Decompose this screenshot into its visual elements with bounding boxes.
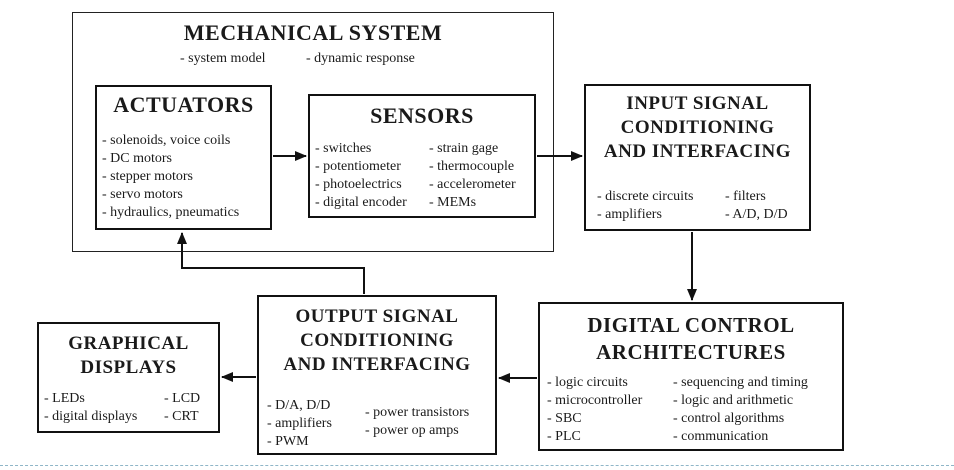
sensors-list-left: - switches - potentiometer - photoelectr… (315, 140, 407, 212)
output-signal-list-right: - power transistors - power op amps (365, 404, 469, 440)
mechanical-system-title: MECHANICAL SYSTEM (183, 20, 443, 45)
digital-control-item: - logic and arithmetic (673, 393, 794, 408)
actuators-item: - servo motors (102, 187, 183, 202)
sensors-item: - digital encoder (315, 195, 407, 210)
sensors-title: SENSORS (370, 103, 474, 128)
sensors-item: - photoelectrics (315, 177, 402, 192)
graphical-displays-item: - LCD (164, 391, 201, 406)
input-signal-list-left: - discrete circuits - amplifiers (597, 188, 693, 224)
sensors-item: - switches (315, 141, 372, 156)
sensors-box: SENSORS - switches - potentiometer - pho… (308, 94, 536, 218)
graphical-displays-item: - LEDs (44, 391, 85, 406)
actuators-item: - hydraulics, pneumatics (102, 205, 240, 220)
actuators-item: - DC motors (102, 151, 172, 166)
output-signal-item: - amplifiers (267, 416, 332, 431)
graphical-displays-box: GRAPHICAL DISPLAYS - LEDs - digital disp… (37, 322, 220, 433)
footer-rule (0, 465, 954, 466)
input-signal-title-line: INPUT SIGNAL (626, 93, 769, 114)
sensors-item: - strain gage (429, 141, 499, 156)
graphical-displays-list-left: - LEDs - digital displays (44, 390, 137, 426)
output-signal-title-line: OUTPUT SIGNAL (295, 306, 459, 327)
input-signal-item: - amplifiers (597, 207, 662, 222)
actuators-list: - solenoids, voice coils - DC motors - s… (102, 132, 239, 222)
digital-control-title: DIGITAL CONTROL ARCHITECTURES (540, 312, 842, 366)
input-signal-item: - discrete circuits (597, 189, 694, 204)
output-signal-title-line: AND INTERFACING (283, 353, 471, 375)
output-signal-list-left: - D/A, D/D - amplifiers - PWM (267, 397, 332, 451)
digital-control-title-line: DIGITAL CONTROL (587, 313, 795, 337)
digital-control-box: DIGITAL CONTROL ARCHITECTURES - logic ci… (538, 302, 844, 451)
input-signal-item: - A/D, D/D (725, 207, 788, 222)
output-signal-item: - power transistors (365, 405, 470, 420)
mechanical-system-item: - system model (180, 51, 266, 66)
output-signal-item: - PWM (267, 434, 309, 449)
graphical-displays-item: - CRT (164, 409, 199, 424)
input-signal-box: INPUT SIGNAL CONDITIONING AND INTERFACIN… (584, 84, 811, 231)
digital-control-item: - control algorithms (673, 411, 785, 426)
graphical-displays-item: - digital displays (44, 409, 138, 424)
sensors-item: - MEMs (429, 195, 477, 210)
output-signal-title: OUTPUT SIGNAL CONDITIONING AND INTERFACI… (259, 305, 495, 376)
digital-control-item: - microcontroller (547, 393, 643, 408)
digital-control-item: - PLC (547, 429, 581, 444)
digital-control-list-right: - sequencing and timing - logic and arit… (673, 374, 808, 446)
actuators-item: - solenoids, voice coils (102, 133, 231, 148)
graphical-displays-list-right: - LCD - CRT (164, 390, 200, 426)
sensors-list-right: - strain gage - thermocouple - accelerom… (429, 140, 516, 212)
input-signal-list-right: - filters - A/D, D/D (725, 188, 788, 224)
output-signal-item: - D/A, D/D (267, 398, 331, 413)
input-signal-item: - filters (725, 189, 766, 204)
actuators-box: ACTUATORS - solenoids, voice coils - DC … (95, 85, 272, 230)
graphical-displays-title: GRAPHICAL DISPLAYS (39, 332, 218, 380)
output-signal-title-line: CONDITIONING (300, 329, 454, 351)
input-signal-title-line: CONDITIONING (620, 116, 775, 138)
digital-control-item: - communication (673, 429, 769, 444)
sensors-item: - thermocouple (429, 159, 515, 174)
sensors-item: - potentiometer (315, 159, 401, 174)
actuators-item: - stepper motors (102, 169, 193, 184)
digital-control-title-line: ARCHITECTURES (596, 340, 786, 364)
digital-control-item: - sequencing and timing (673, 375, 808, 390)
digital-control-list-left: - logic circuits - microcontroller - SBC… (547, 374, 642, 446)
actuators-title: ACTUATORS (113, 92, 254, 117)
sensors-item: - accelerometer (429, 177, 516, 192)
input-signal-title: INPUT SIGNAL CONDITIONING AND INTERFACIN… (586, 92, 809, 163)
graphical-displays-title-line: DISPLAYS (80, 356, 177, 378)
graphical-displays-title-line: GRAPHICAL (68, 333, 189, 354)
digital-control-item: - SBC (547, 411, 582, 426)
output-signal-item: - power op amps (365, 423, 459, 438)
arrow-output-to-actuators (177, 232, 365, 294)
input-signal-title-line: AND INTERFACING (603, 140, 792, 162)
digital-control-item: - logic circuits (547, 375, 628, 390)
mechanical-system-item: - dynamic response (306, 51, 415, 66)
output-signal-box: OUTPUT SIGNAL CONDITIONING AND INTERFACI… (257, 295, 497, 455)
